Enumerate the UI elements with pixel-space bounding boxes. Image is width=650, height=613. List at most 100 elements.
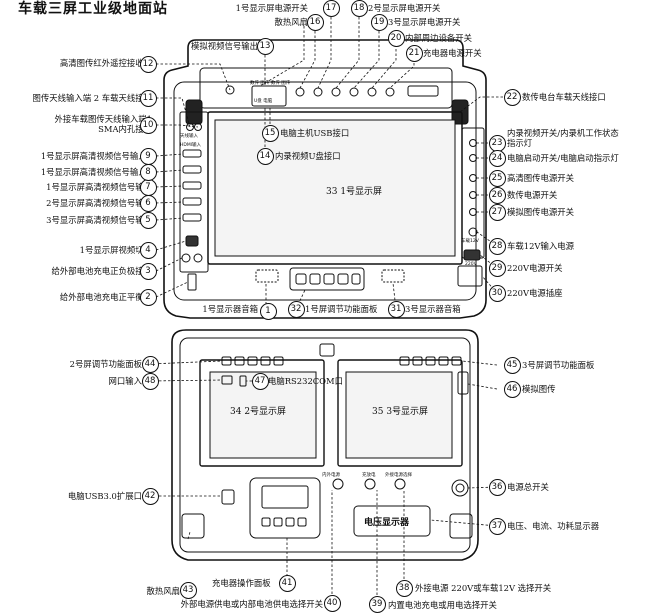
analog-vtx-switch (469, 208, 477, 216)
callout-24: 24 (488, 149, 506, 167)
charge-terminal-neg (193, 253, 203, 263)
label-15: 电脑主机USB接口 (280, 128, 350, 138)
label-3: 给外部电池充电正负极接口 (51, 266, 153, 276)
callout-38: 38 (395, 579, 413, 597)
antenna-port-2 (194, 123, 202, 131)
callout-17: 17 (322, 0, 340, 17)
label-24: 电脑启动开关/电脑启动指示灯 (507, 153, 619, 163)
label-9: 1号显示屏高清视频信号输入1 (40, 151, 152, 161)
antenna-port-1 (186, 123, 194, 131)
callout-32: 32 (287, 300, 305, 318)
datalink-switch (469, 191, 477, 199)
label-5: 3号显示屏高清视频信号输出 (46, 215, 152, 225)
voltage-display-frame (353, 505, 431, 537)
label-16: 散热风扇 (274, 17, 309, 27)
callout-28: 28 (488, 237, 506, 255)
label-42: 电脑USB3.0扩展口 (67, 491, 142, 501)
page-title: 车载三屏工业级地面站 (18, 1, 168, 17)
label-text: 2号显示屏 (244, 407, 287, 417)
top-hinge-clip (319, 343, 335, 357)
balance-port (187, 273, 197, 291)
callout-43: 43 (179, 581, 197, 599)
fan-left (181, 513, 205, 539)
antenna-text: 天线输入 (180, 134, 198, 139)
screen-2-bezel (199, 359, 325, 467)
voltage-display-text: 电压显示器 (364, 518, 410, 528)
callout-46: 46 (503, 380, 521, 398)
charger-panel (249, 477, 321, 539)
callout-30: 30 (488, 284, 506, 302)
top-switch-3 (331, 87, 341, 97)
label-12: 高清图传红外遥控接收器 (59, 58, 152, 68)
label-45: 3号屏调节功能面板 (522, 360, 595, 370)
screen-3 (345, 371, 453, 459)
hdmi-port-in-1 (182, 149, 202, 158)
screen-2-label: 34 2号显示屏 (230, 404, 286, 417)
label-text: 1号显示屏 (340, 187, 383, 197)
label-num: 34 (230, 407, 242, 417)
callout-47: 47 (251, 372, 269, 390)
toggle-charge-use (364, 478, 376, 490)
toggle-c-text: 外接电源选择 (385, 473, 412, 478)
callout-19: 19 (370, 13, 388, 31)
label-7: 1号显示屏高清视频信号输出 (46, 182, 152, 192)
rec-switch (469, 139, 477, 147)
label-31: 3号显示器音箱 (405, 304, 461, 314)
callout-4: 4 (139, 241, 157, 259)
ir-receiver (225, 85, 235, 95)
hdmi-text: HDMI输入 (180, 143, 202, 148)
hdmi-port-out-2 (182, 197, 202, 206)
callout-8: 8 (139, 163, 157, 181)
label-36: 电源总开关 (507, 482, 549, 492)
callout-14: 14 (256, 147, 274, 165)
callout-41: 41 (278, 574, 296, 592)
toggle-220v-12v (394, 478, 406, 490)
callout-22: 22 (503, 88, 521, 106)
label-37: 电压、电流、功耗显示器 (507, 521, 600, 531)
label-44: 2号屏调节功能面板 (69, 359, 142, 369)
callout-3: 3 (139, 262, 157, 280)
label-2: 给外部电池充电正平衡口 (59, 292, 152, 302)
label-8: 1号显示屏高清视频信号输入2 (40, 167, 152, 177)
upper-inner-frame (173, 81, 477, 301)
label-19: 3号显示屏电源开关 (388, 17, 461, 27)
analog-vtx-module (457, 371, 469, 395)
ac220v-socket (457, 265, 483, 287)
callout-25: 25 (488, 169, 506, 187)
left-port-panel (179, 111, 209, 273)
speaker-right (381, 269, 405, 283)
callout-16: 16 (306, 13, 324, 31)
top-switch-4 (349, 87, 359, 97)
usb3-expansion-port (221, 489, 235, 505)
label-num: 33 (326, 187, 338, 197)
screen-1 (214, 119, 456, 257)
toggle-b-text: 充放电 (362, 473, 376, 478)
label-48: 网口输入 (108, 376, 143, 386)
callout-12: 12 (139, 55, 157, 73)
label-25: 高清图传电源开关 (507, 173, 574, 183)
upper-case-body (163, 39, 487, 319)
screen-1-control-panel (289, 267, 365, 291)
top-usb-block (251, 85, 287, 107)
label-46: 模拟图传 (522, 384, 556, 394)
callout-31: 31 (387, 300, 405, 318)
label-27: 模拟图传电源开关 (507, 207, 574, 217)
callout-7: 7 (139, 178, 157, 196)
label-num: 35 (372, 407, 384, 417)
hdmi-port-out-3 (182, 213, 202, 222)
label-22: 数传电台车载天线接口 (522, 92, 606, 102)
screen-1-label: 33 1号显示屏 (326, 184, 382, 197)
label-11: 图传天线输入端 2 车载天线接口 (32, 93, 152, 103)
label-40: 外部电源供电或内部电池供电选择开关 (180, 599, 323, 609)
label-21: 充电器电源开关 (423, 48, 482, 58)
label-23: 内录视频开关/内录机工作状态指示灯 (507, 128, 619, 148)
screen-3-label: 35 3号显示屏 (372, 404, 428, 417)
video-switch (185, 235, 199, 247)
callout-23: 23 (488, 134, 506, 152)
top-switch-2 (313, 87, 323, 97)
label-30: 220V电源插座 (507, 288, 563, 298)
main-power-switch (451, 479, 469, 497)
label-14: 内录视频U盘接口 (275, 151, 341, 161)
label-20: 内部周边设备开关 (405, 33, 472, 43)
